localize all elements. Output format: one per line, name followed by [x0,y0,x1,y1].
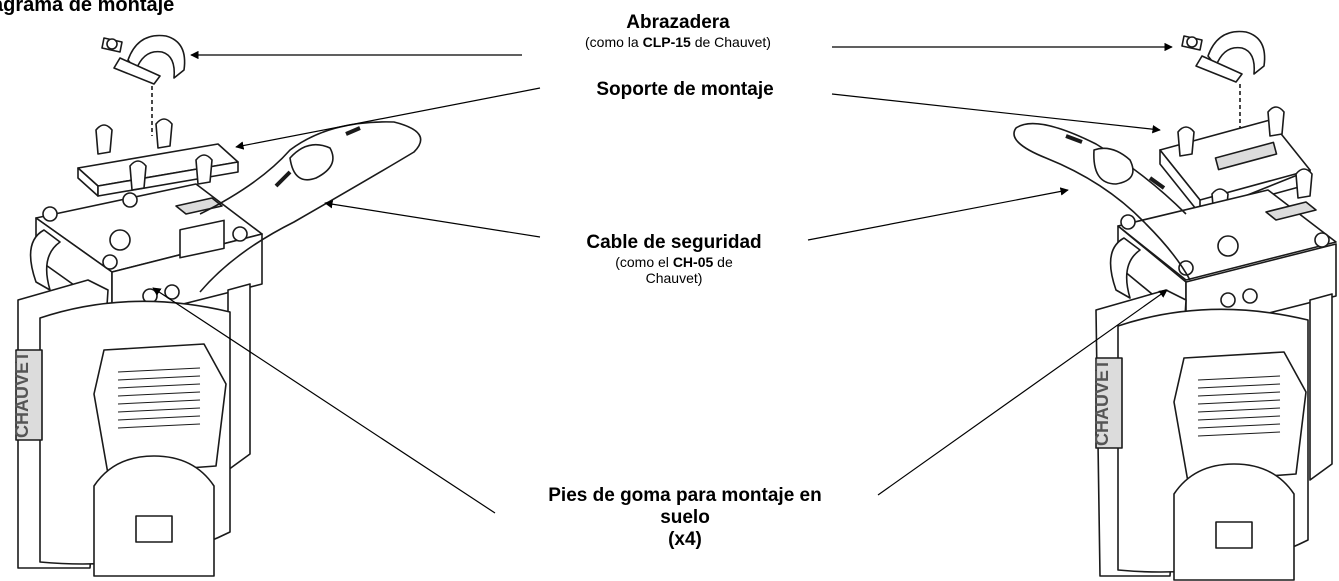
label-feet-line3: (x4) [668,528,702,550]
arrow-feet-right [877,289,1168,496]
label-clamp: Abrazadera (como la CLP-15 de Chauvet) [520,12,836,50]
label-feet-line2: suelo [660,506,710,528]
arrow-feet-left [152,287,496,514]
base-left [29,183,263,323]
label-safety-cable-note: (como el CH-05 de [615,253,733,270]
bracket-left [77,118,239,197]
fixture-right [1013,30,1337,581]
logo-right: CHAUVET [1092,359,1112,446]
label-feet-line1: Pies de goma para montaje en [548,485,822,506]
label-safety-cable-note2: Chauvet) [645,269,703,286]
logo-left: CHAUVET [12,351,32,438]
arrow-cable-left [324,200,541,238]
fixture-left [15,34,422,577]
label-clamp-name: Abrazadera [626,12,730,33]
label-safety-cable-name: Cable de seguridad [586,232,762,253]
label-feet: Pies de goma para montaje en suelo (x4) [480,485,890,551]
head-left [15,300,231,577]
label-safety-cable: Cable de seguridad (como el CH-05 de Cha… [536,232,812,286]
arrow-bracket-left [235,87,541,150]
safety-cable-left [199,121,422,293]
callout-lines [152,42,1173,514]
arrow-bracket-right [831,93,1161,134]
label-bracket: Soporte de montaje [596,79,774,100]
label-clamp-note: (como la CLP-15 de Chauvet) [585,33,771,50]
head-right [1095,308,1309,581]
arrow-cable-right [807,187,1069,241]
clamp-right [1181,30,1266,140]
clamp-left [101,34,186,136]
page-title: agrama de montaje [0,0,175,16]
